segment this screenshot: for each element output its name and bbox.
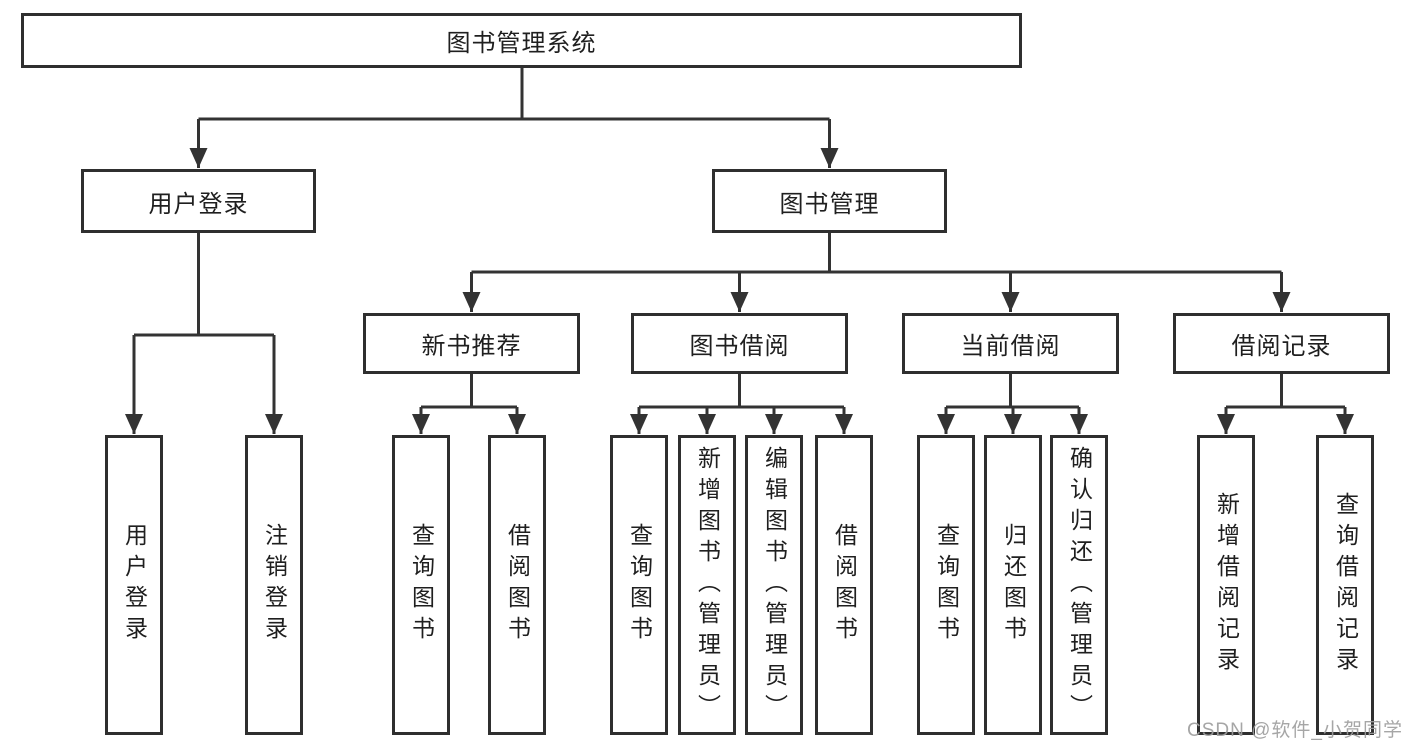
- node-user-login: 用户登录: [81, 169, 316, 233]
- connectors-records-to-leaves: [1217, 374, 1354, 434]
- connectors-recommend-to-leaves: [412, 374, 526, 434]
- node-label: 新书推荐: [421, 333, 522, 360]
- leaf-add-borrow-record: 新增借阅记录: [1197, 435, 1255, 735]
- node-label: 图书借阅: [689, 333, 790, 360]
- node-label: 当前借阅: [960, 333, 1061, 360]
- leaf-query-books: 查询图书: [392, 435, 450, 735]
- node-label: 查询图书: [408, 523, 435, 647]
- connectors-login-to-leaves: [125, 233, 283, 434]
- node-label: 借阅图书: [504, 523, 531, 647]
- node-label: 确认归还（管理员）: [1066, 445, 1093, 725]
- csdn-watermark: CSDN @软件_小贺同学: [1187, 720, 1403, 741]
- node-label: 用户登录: [148, 190, 249, 218]
- node-new-book-recommend: 新书推荐: [363, 313, 580, 374]
- node-label: 图书管理: [779, 190, 880, 218]
- leaf-query-books: 查询图书: [610, 435, 668, 735]
- node-label: 查询图书: [626, 523, 653, 647]
- leaf-borrow-books: 借阅图书: [815, 435, 873, 735]
- connectors-management-to-level3: [462, 233, 1291, 312]
- node-label: 查询图书: [933, 523, 960, 647]
- leaf-edit-books-admin: 编辑图书（管理员）: [745, 435, 803, 735]
- leaf-confirm-return-admin: 确认归还（管理员）: [1050, 435, 1108, 735]
- connectors-borrow-to-leaves: [630, 374, 853, 434]
- leaf-query-books: 查询图书: [917, 435, 975, 735]
- leaf-add-books-admin: 新增图书（管理员）: [678, 435, 736, 735]
- node-label: 注销登录: [261, 523, 288, 647]
- node-label: 编辑图书（管理员）: [761, 445, 788, 725]
- connectors-current-to-leaves: [937, 374, 1088, 434]
- node-label: 借阅记录: [1231, 333, 1332, 360]
- node-label: 借阅图书: [831, 523, 858, 647]
- leaf-query-borrow-record: 查询借阅记录: [1316, 435, 1374, 735]
- node-label: 图书管理系统: [446, 30, 597, 57]
- node-borrow-records: 借阅记录: [1173, 313, 1390, 374]
- leaf-borrow-books: 借阅图书: [488, 435, 546, 735]
- node-label: 用户登录: [121, 523, 148, 647]
- leaf-return-books: 归还图书: [984, 435, 1042, 735]
- leaf-logout: 注销登录: [245, 435, 303, 735]
- node-current-borrow: 当前借阅: [902, 313, 1119, 374]
- connectors-root-to-level2: [189, 68, 839, 168]
- node-label: 查询借阅记录: [1332, 492, 1359, 678]
- node-root-system: 图书管理系统: [21, 13, 1022, 68]
- node-book-management: 图书管理: [712, 169, 947, 233]
- node-label: 归还图书: [1000, 523, 1027, 647]
- leaf-user-login: 用户登录: [105, 435, 163, 735]
- node-label: 新增图书（管理员）: [694, 445, 721, 725]
- node-label: 新增借阅记录: [1213, 492, 1240, 678]
- node-book-borrow: 图书借阅: [631, 313, 848, 374]
